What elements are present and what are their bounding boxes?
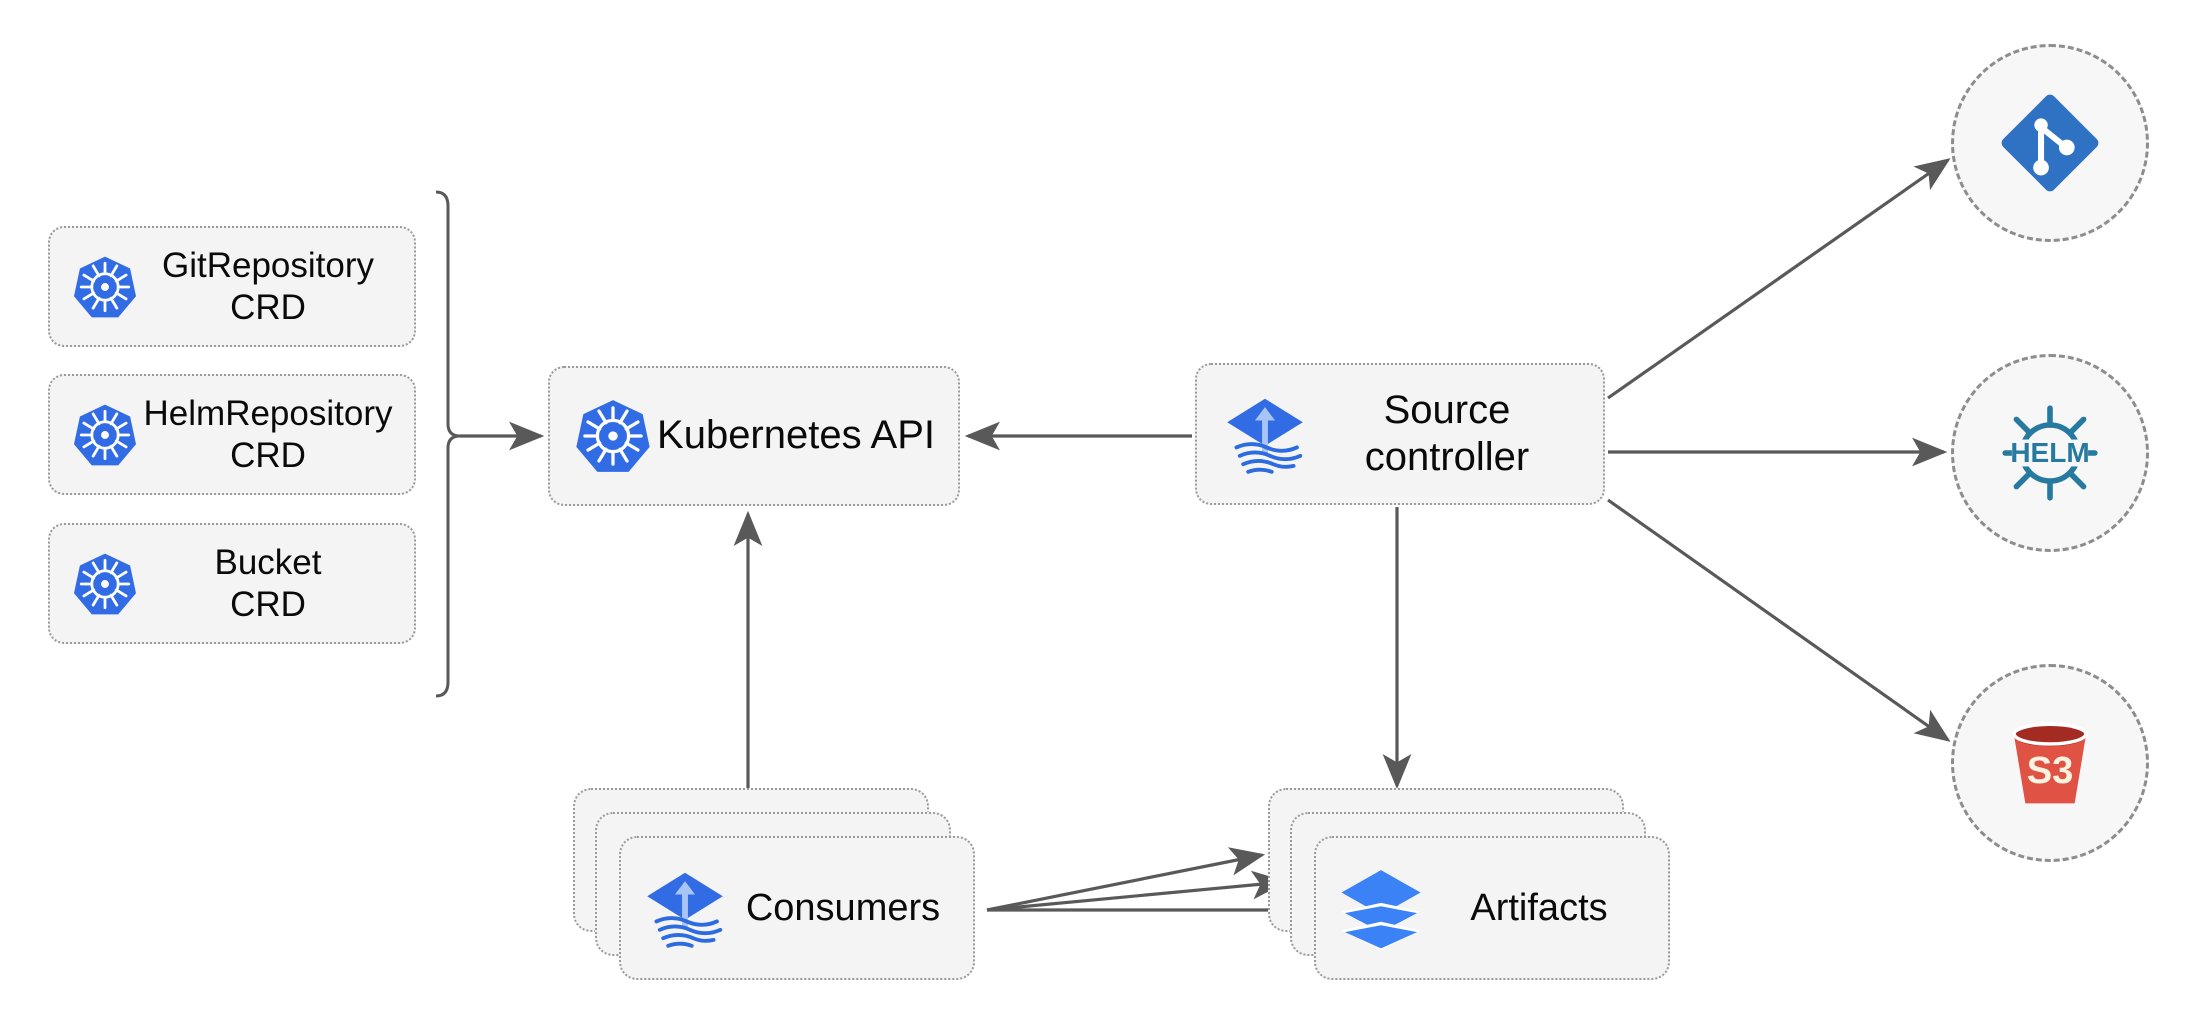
- crd-box-gitrepository[interactable]: GitRepository CRD: [48, 226, 416, 347]
- crd-group-bracket: [435, 190, 461, 698]
- crd-box-bucket[interactable]: Bucket CRD: [48, 523, 416, 644]
- node-label: Kubernetes API: [657, 413, 935, 458]
- layers-icon: [1341, 870, 1421, 951]
- git-icon: [2001, 94, 2099, 192]
- flux-icon: [1227, 398, 1303, 474]
- crd-label: Bucket CRD: [214, 543, 322, 624]
- edge-source-to-s3: [1607, 498, 1951, 742]
- source-circle-helm[interactable]: HELM: [1951, 354, 2149, 552]
- kubernetes-icon: [576, 400, 650, 472]
- source-circle-s3[interactable]: S3: [1951, 664, 2149, 862]
- source-circle-git[interactable]: [1951, 44, 2149, 242]
- crd-label: GitRepository CRD: [161, 246, 375, 327]
- kubernetes-icon: [73, 256, 137, 317]
- node-label: Consumers: [745, 886, 941, 929]
- kubernetes-icon: [73, 404, 137, 465]
- node-source-controller[interactable]: Source controller: [1195, 363, 1605, 505]
- node-label: Source controller: [1364, 387, 1530, 479]
- kubernetes-icon: [73, 553, 137, 614]
- stack-card-front[interactable]: Artifacts: [1314, 836, 1670, 980]
- stack-card-front[interactable]: Consumers: [619, 836, 975, 980]
- edge-source-to-git: [1607, 158, 1951, 400]
- node-label: Artifacts: [1470, 886, 1608, 929]
- flux-icon: [647, 872, 723, 948]
- svg-text:HELM: HELM: [2010, 437, 2089, 468]
- edge-consumers-to-artifacts-1: [986, 847, 1266, 912]
- crd-label: HelmRepository CRD: [143, 394, 393, 475]
- helm-icon: HELM: [2002, 405, 2098, 501]
- s3-bucket-icon: S3: [2012, 722, 2088, 804]
- node-kubernetes-api[interactable]: Kubernetes API: [548, 366, 960, 506]
- svg-text:S3: S3: [2027, 750, 2074, 792]
- crd-box-helmrepository[interactable]: HelmRepository CRD: [48, 374, 416, 495]
- edge-consumers-to-artifacts-2: [986, 870, 1288, 912]
